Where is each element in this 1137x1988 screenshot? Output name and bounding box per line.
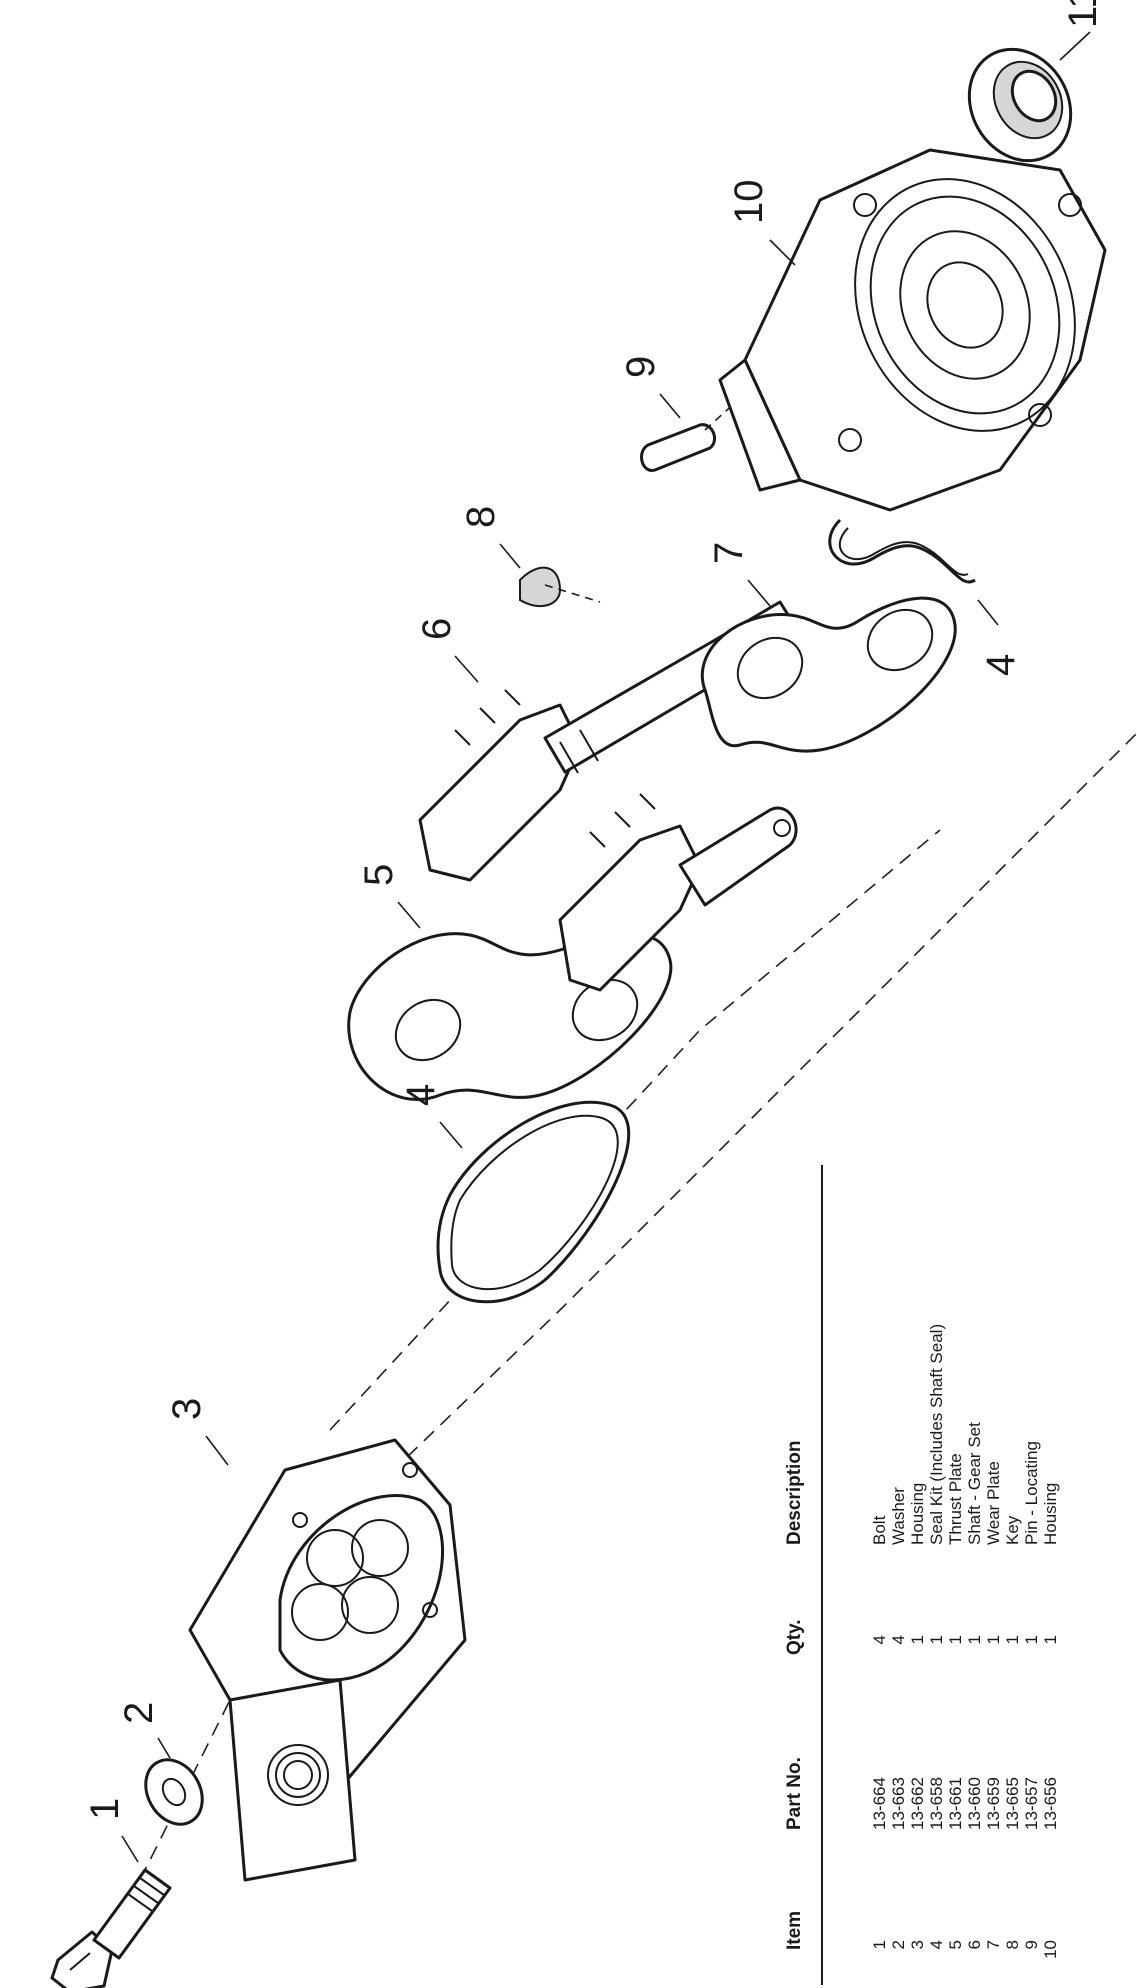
cell-part-no: 13-660	[965, 1777, 984, 1830]
callout-6: 6	[415, 618, 459, 640]
cell-part-no: 13-661	[946, 1777, 965, 1830]
leader-6	[454, 655, 479, 683]
leader-5	[397, 901, 421, 929]
part-4-shaft-seal	[828, 518, 976, 584]
callout-5: 5	[357, 864, 401, 886]
callout-2: 2	[117, 1702, 161, 1724]
cell-part-no: 13-662	[908, 1777, 927, 1830]
leader-7	[747, 579, 771, 607]
cell-part-no: 13-659	[984, 1777, 1003, 1830]
cell-part-no: 13-657	[1022, 1777, 1041, 1830]
cell-item: 5	[946, 1940, 965, 1949]
cell-item: 6	[965, 1940, 984, 1949]
part-2-washer	[144, 1758, 204, 1826]
table-row: 2 13-663 4 Washer	[889, 1487, 908, 1950]
cell-description: Thrust Plate	[946, 1453, 965, 1545]
part-3-housing	[188, 1438, 467, 1882]
cell-part-no: 13-658	[927, 1777, 946, 1830]
callout-10: 10	[727, 180, 771, 225]
leader-9	[659, 393, 681, 419]
header-item: Item	[784, 1911, 805, 1950]
leader-1	[121, 1835, 139, 1863]
cell-part-no: 13-656	[1041, 1777, 1060, 1830]
callout-3: 3	[165, 1398, 209, 1420]
cell-qty: 1	[984, 1635, 1003, 1644]
table-row: 6 13-660 1 Shaft - Gear Set	[965, 1422, 984, 1950]
callout-8: 8	[459, 506, 503, 528]
table-row: 8 13-665 1 Key	[1003, 1515, 1022, 1949]
leader-11	[1059, 31, 1091, 61]
leader-10	[769, 239, 796, 266]
table-rows: 1 13-664 4 Bolt 2 13-663 4 Washer 3 13-662 1 Housin…	[870, 1324, 1060, 1959]
leader-3	[205, 1435, 229, 1466]
cell-description: Bolt	[870, 1515, 889, 1545]
header-description: Description	[784, 1440, 805, 1545]
cell-description: Shaft - Gear Set	[965, 1422, 984, 1545]
cell-part-no: 13-665	[1003, 1777, 1022, 1830]
cell-qty: 4	[870, 1635, 889, 1644]
parts-table: Item Part No. Qty. Description 1 13-664 4 B…	[784, 1165, 1060, 1985]
cell-item: 3	[908, 1940, 927, 1949]
cell-qty: 4	[889, 1635, 908, 1644]
table-row: 9 13-657 1 Pin - Locating	[1022, 1441, 1041, 1949]
part-10-housing	[718, 148, 1107, 512]
part-8-key	[519, 566, 601, 608]
callout-4a: 4	[399, 1084, 443, 1106]
table-row: 1 13-664 4 Bolt	[870, 1515, 889, 1949]
cell-item: 10	[1041, 1940, 1060, 1959]
cell-description: Key	[1003, 1515, 1022, 1545]
cell-item: 7	[984, 1940, 1003, 1949]
cell-qty: 1	[1041, 1635, 1060, 1644]
part-4-seal-ring	[436, 1100, 631, 1304]
table-row: 3 13-662 1 Housing	[908, 1483, 927, 1950]
cell-qty: 1	[1022, 1635, 1041, 1644]
cell-qty: 1	[946, 1635, 965, 1644]
table-row: 5 13-661 1 Thrust Plate	[946, 1453, 965, 1949]
leader-2	[157, 1737, 171, 1759]
cell-item: 2	[889, 1940, 908, 1949]
part-11-shaft-seal	[967, 47, 1073, 163]
cell-description: Pin - Locating	[1022, 1441, 1041, 1545]
callout-4b: 4	[979, 654, 1023, 676]
cell-qty: 1	[927, 1635, 946, 1644]
cell-item: 4	[927, 1940, 946, 1949]
cell-item: 8	[1003, 1940, 1022, 1949]
leader-4b	[977, 599, 999, 626]
cell-description: Washer	[889, 1487, 908, 1545]
leader-8	[499, 543, 521, 569]
cell-part-no: 13-664	[870, 1777, 889, 1830]
cell-part-no: 13-663	[889, 1777, 908, 1830]
table-row: 4 13-658 1 Seal Kit (Includes Shaft Seal)	[927, 1324, 946, 1950]
cell-qty: 1	[965, 1635, 984, 1644]
header-qty: Qty.	[784, 1619, 805, 1655]
header-part-no: Part No.	[784, 1757, 805, 1830]
cell-qty: 1	[908, 1635, 927, 1644]
part-9-locating-pin	[640, 398, 746, 472]
part-7-wear-plate	[700, 596, 957, 753]
cell-item: 9	[1022, 1940, 1041, 1949]
callout-7: 7	[707, 542, 751, 564]
cell-description: Housing	[908, 1483, 927, 1545]
callout-1: 1	[83, 1798, 127, 1820]
callout-9: 9	[619, 356, 663, 378]
cell-qty: 1	[1003, 1635, 1022, 1644]
cell-description: Seal Kit (Includes Shaft Seal)	[927, 1324, 946, 1545]
callout-11: 11	[1061, 0, 1105, 28]
cell-item: 1	[870, 1940, 889, 1949]
leader-4a	[439, 1121, 463, 1149]
part-1-bolt	[50, 1868, 172, 1988]
cell-description: Housing	[1041, 1483, 1060, 1545]
table-row: 10 13-656 1 Housing	[1041, 1483, 1060, 1959]
table-row: 7 13-659 1 Wear Plate	[984, 1461, 1003, 1949]
cell-description: Wear Plate	[984, 1461, 1003, 1545]
